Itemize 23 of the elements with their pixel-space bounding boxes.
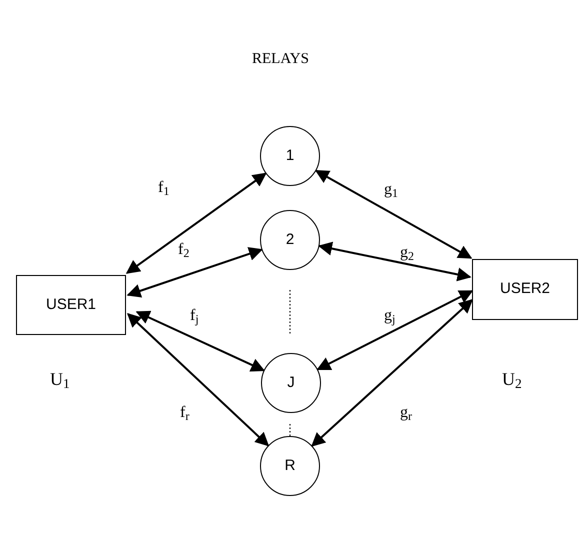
node-caption: U$_{2}$ — [502, 370, 522, 388]
double-arrow — [126, 172, 267, 274]
node-label: R — [284, 456, 296, 476]
edge-label: f$_{j}$ — [190, 308, 199, 324]
double-arrow — [126, 313, 270, 446]
diagram-title: RELAYS — [252, 50, 309, 69]
edge-label: f$_{1}$ — [158, 180, 170, 196]
user-box — [472, 259, 578, 320]
user-box — [16, 275, 126, 335]
edge-label: f$_{2}$ — [178, 242, 190, 258]
node-label: USER1 — [46, 294, 96, 315]
double-arrow — [136, 310, 266, 372]
double-arrow — [126, 247, 263, 298]
double-arrow — [311, 299, 474, 447]
node-label: 1 — [286, 146, 294, 166]
double-arrow — [316, 290, 474, 370]
node-label: USER2 — [500, 279, 550, 300]
double-arrow — [318, 242, 472, 282]
node-label: J — [287, 372, 295, 393]
double-arrow — [314, 170, 472, 259]
node-caption: U$_{1}$ — [50, 370, 70, 388]
edge-label: f$_{r}$ — [180, 405, 190, 421]
node-label: 2 — [286, 230, 294, 250]
